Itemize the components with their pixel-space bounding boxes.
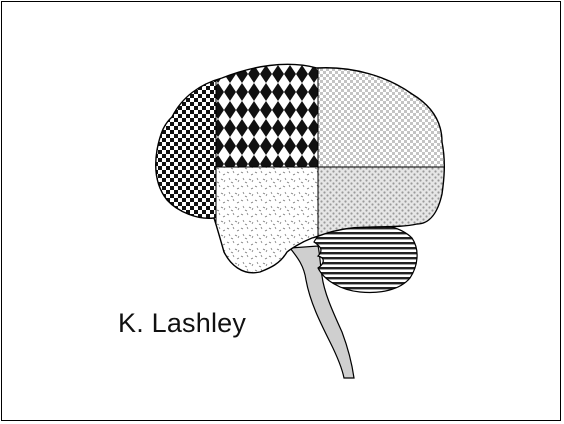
region-upper-front-checks <box>318 52 458 167</box>
caption-author: K. Lashley <box>118 308 246 339</box>
region-lower-speckle <box>216 167 318 297</box>
region-posterior-checkerboard <box>142 52 216 292</box>
region-upper-diamonds <box>216 52 318 167</box>
cerebellum <box>314 224 417 293</box>
